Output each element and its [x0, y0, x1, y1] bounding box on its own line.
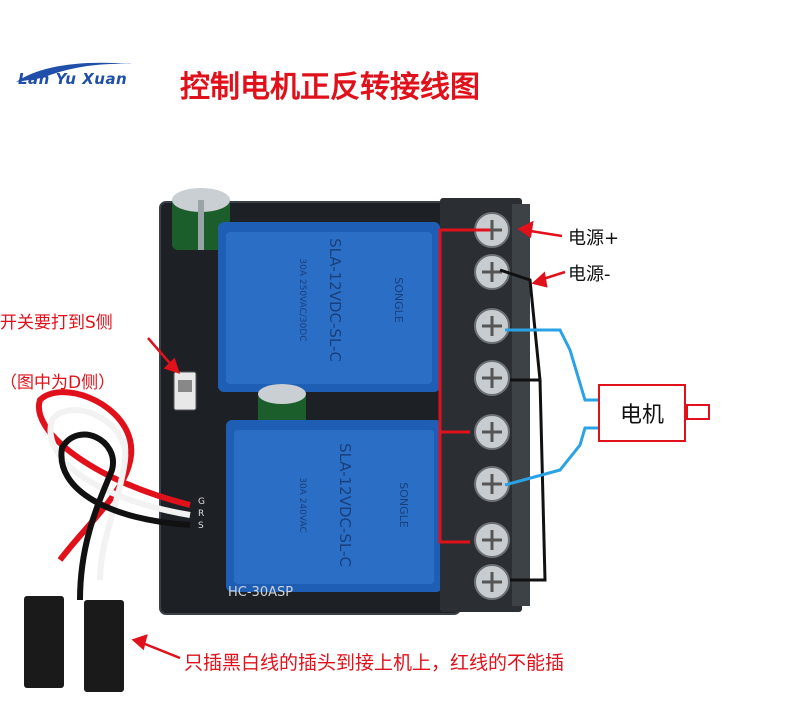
relay-1-model: SLA-12VDC-SL-C [326, 238, 344, 362]
label-switch-note: 开关要打到S侧 [0, 313, 113, 333]
pin-label-g: G [198, 497, 205, 507]
label-power-plus: 电源+ [568, 228, 620, 249]
capacitor-1 [172, 188, 230, 250]
relay-2-spec: 30A 240VAC [297, 477, 307, 533]
page-title: 控制电机正反转接线图 [180, 70, 480, 105]
relay-1: SLA-12VDC-SL-C 30A 250VAC/30DC SONGLE [218, 222, 440, 392]
label-power-minus: 电源- [568, 264, 611, 285]
arrow-switch [147, 337, 180, 374]
relay-2-brand: SONGLE [397, 482, 410, 528]
board-model-label: HC-30ASP [228, 585, 293, 600]
label-motor: 电机 [619, 403, 664, 428]
arrow-plug [131, 634, 181, 660]
arrow-power-minus [531, 270, 566, 288]
connector-1 [24, 596, 64, 688]
terminal-block [440, 198, 530, 612]
connector-2 [84, 600, 124, 692]
label-plug-note: 只插黑白线的插头到接上机上，红线的不能插 [184, 652, 565, 674]
label-switch-note-2: （图中为D侧） [0, 373, 116, 393]
relay-1-spec: 30A 250VAC/30DC [297, 258, 307, 341]
pin-label-r: R [198, 509, 204, 519]
motor-box: 电机 [598, 384, 686, 442]
relay-2: SLA-12VDC-SL-C 30A 240VAC SONGLE [226, 420, 442, 592]
relay-2-model: SLA-12VDC-SL-C [336, 443, 354, 567]
arrow-power-plus [517, 220, 563, 239]
motor-shaft [686, 404, 710, 420]
pin-label-s: S [198, 521, 204, 531]
brand-logo: Lan Yu Xuan [16, 62, 132, 88]
relay-1-brand: SONGLE [392, 277, 405, 323]
logo-swoosh-icon [16, 62, 132, 82]
